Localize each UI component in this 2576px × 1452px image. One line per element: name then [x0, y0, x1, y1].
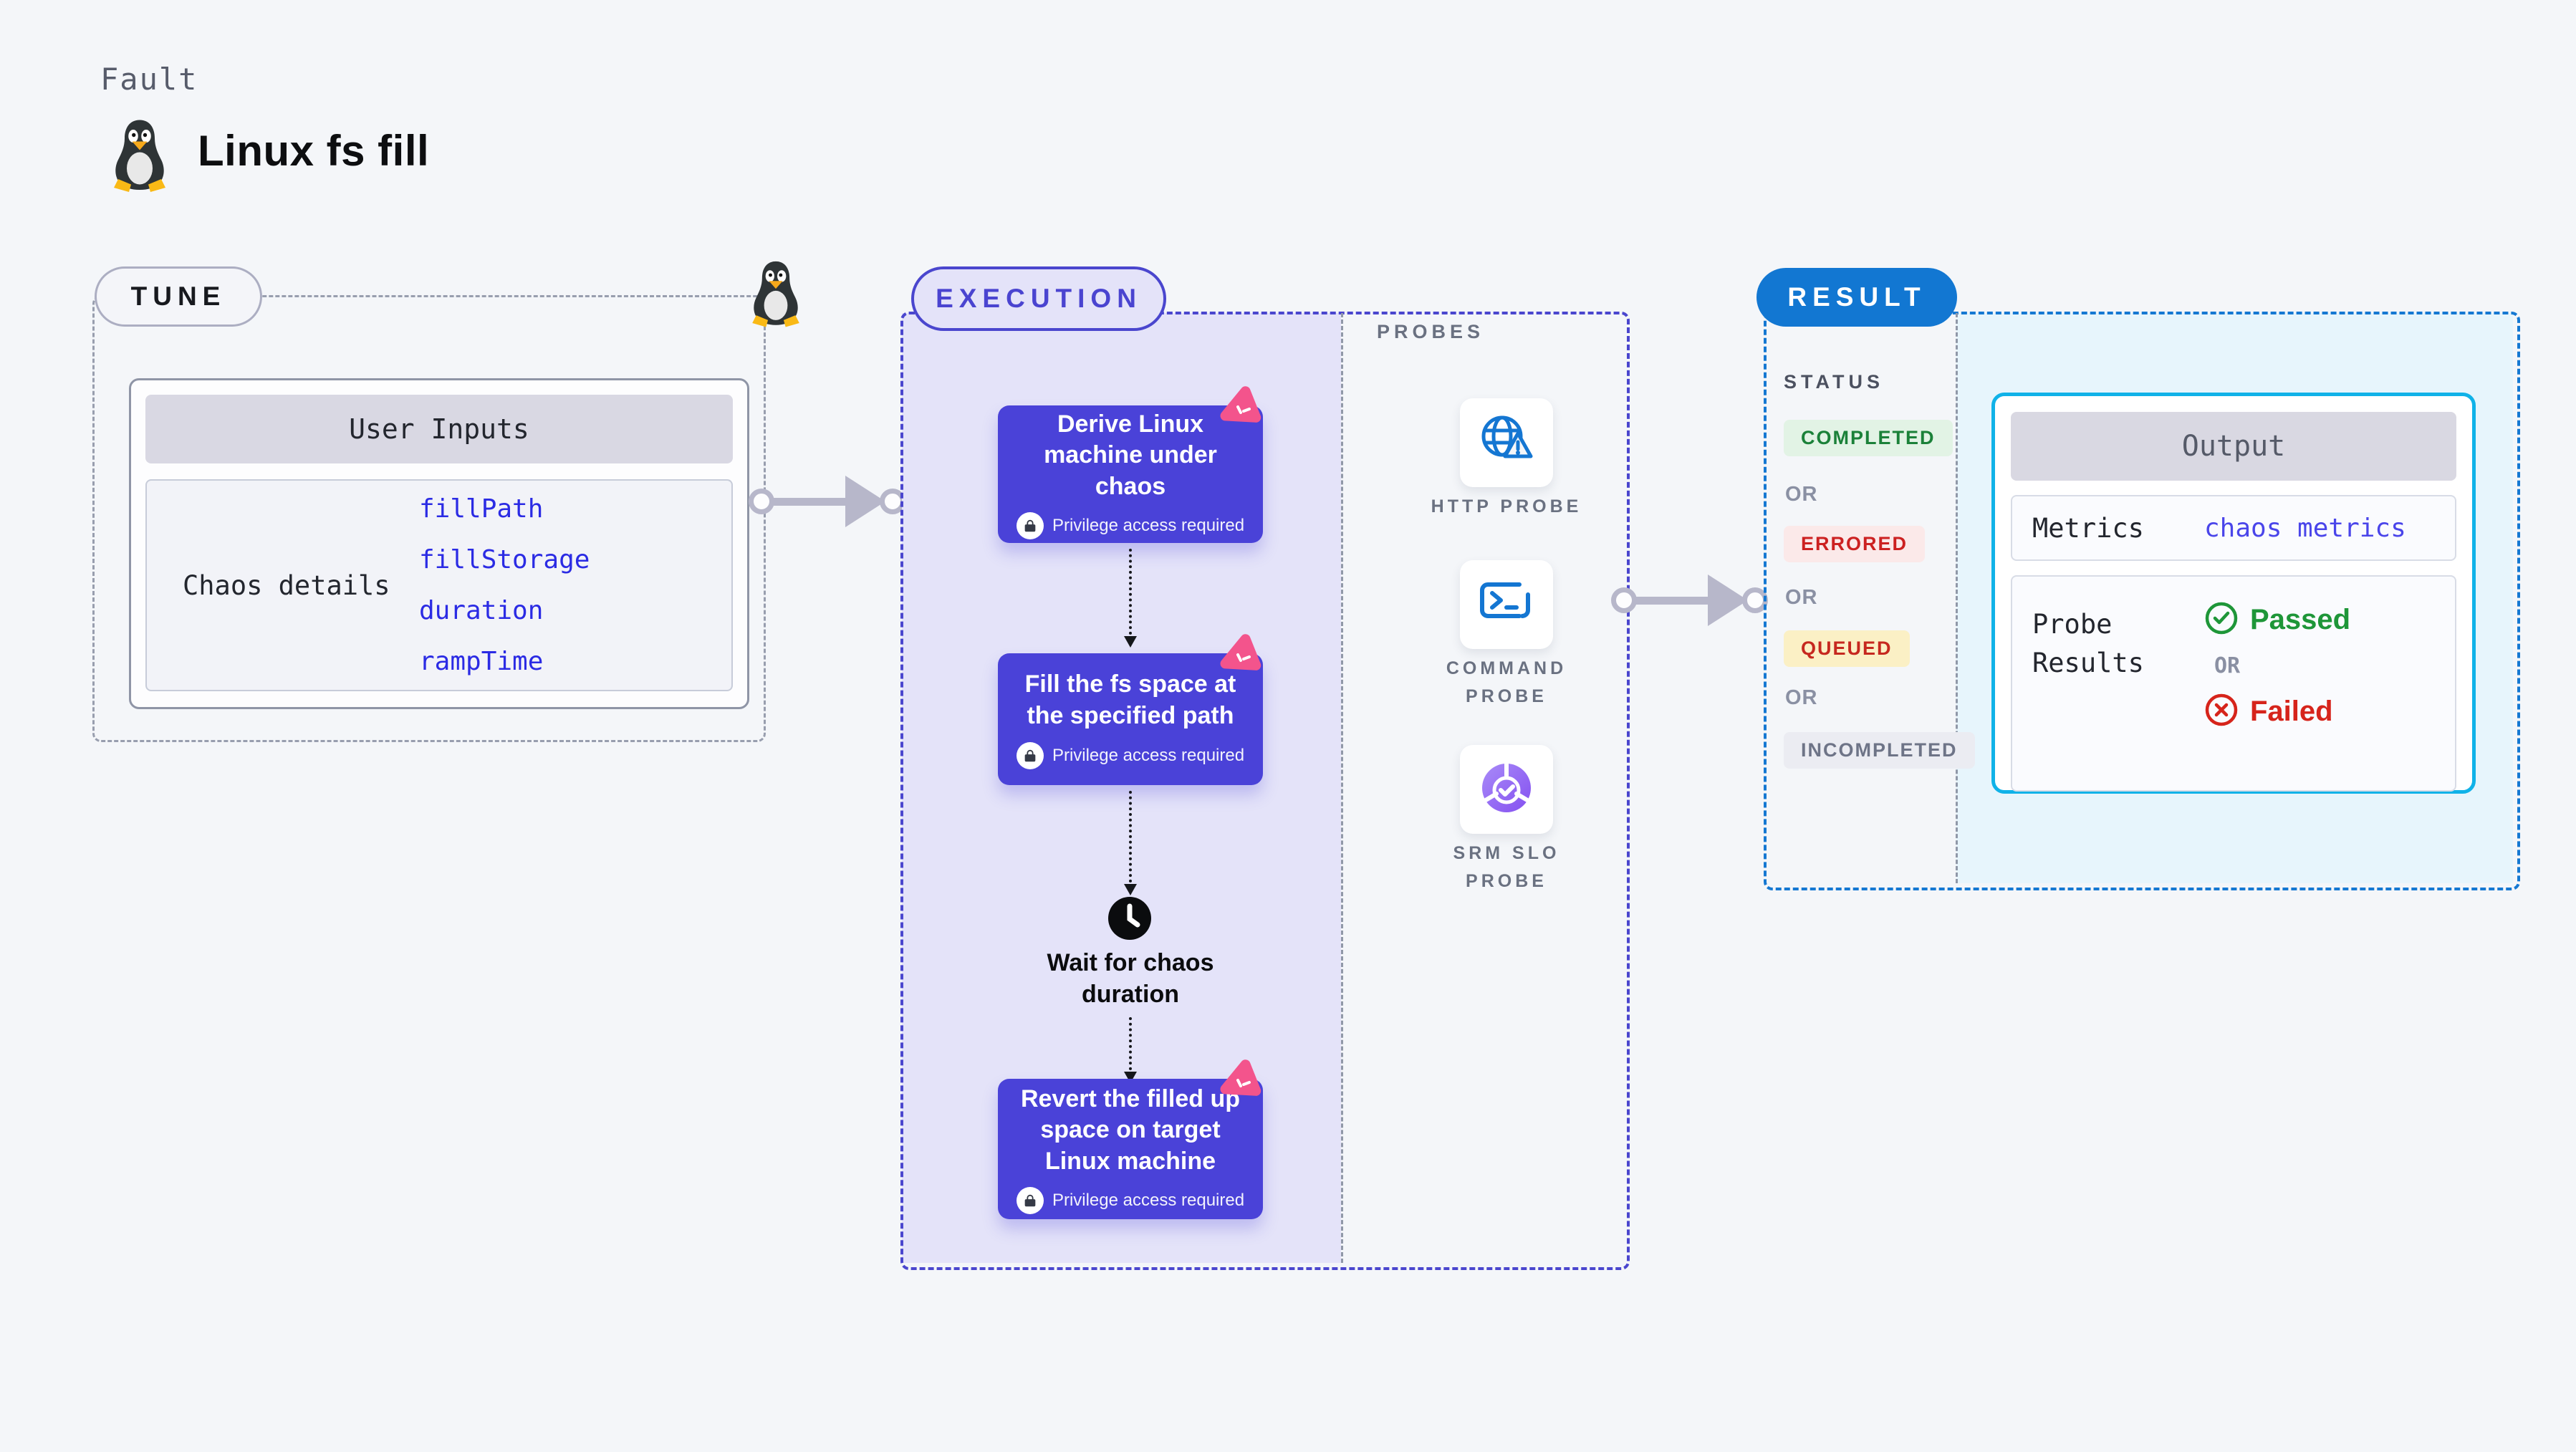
field-ramptime[interactable]: rampTime	[419, 647, 544, 676]
execution-section-box	[900, 312, 1630, 1270]
status-heading: STATUS	[1784, 371, 1884, 393]
lock-icon	[1016, 1187, 1044, 1215]
x-circle-icon	[2204, 693, 2239, 731]
execution-probes-divider	[1341, 313, 1343, 1263]
result-section-box	[1764, 312, 2520, 890]
fault-eyebrow: Fault	[100, 62, 198, 97]
slo-donut-icon	[1477, 759, 1536, 821]
check-circle-icon	[2204, 601, 2239, 639]
or-separator: OR	[1785, 483, 1818, 506]
flow-connector-arrowhead	[1124, 884, 1137, 895]
flow-connector	[1129, 791, 1132, 883]
or-separator: OR	[1785, 686, 1818, 709]
tux-penguin-icon-small	[746, 259, 805, 328]
flow-connector-arrowhead	[1124, 636, 1137, 648]
or-separator: OR	[2214, 653, 2241, 678]
step-text: Derive Linux machine under chaos	[1044, 410, 1217, 500]
output-title: Output	[2011, 412, 2456, 481]
clock-icon	[1107, 895, 1153, 945]
command-probe-card[interactable]	[1460, 560, 1553, 649]
status-badge-queued: QUEUED	[1784, 630, 1910, 667]
chaos-details-label: Chaos details	[183, 569, 390, 601]
or-separator: OR	[1785, 586, 1818, 609]
execution-section-label: EXECUTION	[911, 266, 1166, 331]
http-probe-label: HTTP PROBE	[1431, 496, 1582, 516]
privilege-note: Privilege access required	[1052, 745, 1245, 765]
probe-results-row: Probe Results Passed OR	[2011, 575, 2456, 792]
result-status-divider	[1956, 313, 1958, 883]
chaos-details-row: Chaos details fillPath fillStorage durat…	[145, 479, 733, 691]
chaos-icon	[1218, 1056, 1268, 1106]
step-fill-fs-space[interactable]: Fill the fs space at the specified path …	[998, 653, 1263, 785]
page-title: Linux fs fill	[198, 127, 430, 175]
flow-connector	[1129, 549, 1132, 635]
passed-label: Passed	[2250, 604, 2351, 635]
lock-icon	[1016, 512, 1044, 540]
status-badge-incompleted: INCOMPLETED	[1784, 732, 1975, 769]
status-badge-completed: COMPLETED	[1784, 420, 1953, 456]
privilege-note: Privilege access required	[1052, 1191, 1245, 1211]
privilege-note: Privilege access required	[1052, 516, 1245, 536]
passed-verdict: Passed	[2204, 601, 2350, 639]
step-text: Revert the filled up space on target Lin…	[1020, 1085, 1241, 1175]
srm-slo-probe-label: SRM SLO PROBE	[1453, 843, 1560, 891]
step-derive-machine[interactable]: Derive Linux machine under chaos Privile…	[998, 405, 1263, 543]
probes-section-label: PROBES	[1377, 321, 1485, 342]
output-card: Output Metrics chaos metrics Probe Resul…	[1991, 393, 2476, 794]
chaos-metrics-link[interactable]: chaos metrics	[2204, 513, 2406, 543]
tune-section-label: TUNE	[95, 266, 262, 327]
step-revert-space[interactable]: Revert the filled up space on target Lin…	[998, 1079, 1263, 1219]
status-badge-errored: ERRORED	[1784, 526, 1926, 562]
step-text: Fill the fs space at the specified path	[1024, 670, 1236, 729]
http-probe-card[interactable]	[1460, 398, 1553, 487]
command-probe-label: COMMAND PROBE	[1446, 658, 1567, 706]
flow-connector	[1129, 1017, 1132, 1070]
user-inputs-title: User Inputs	[145, 395, 733, 463]
result-section-label: RESULT	[1756, 268, 1957, 327]
field-fillstorage[interactable]: fillStorage	[419, 545, 590, 574]
user-input-fields: fillPath fillStorage duration rampTime	[419, 481, 590, 690]
terminal-icon	[1478, 579, 1535, 631]
tux-penguin-icon	[107, 119, 172, 192]
chaos-icon	[1218, 630, 1268, 681]
metrics-label: Metrics	[2032, 512, 2144, 544]
lock-icon	[1016, 741, 1044, 769]
field-duration[interactable]: duration	[419, 596, 544, 625]
failed-label: Failed	[2250, 696, 2333, 727]
tune-section-box	[92, 295, 766, 742]
wait-step-label: Wait for chaos duration	[1047, 949, 1214, 1009]
chaos-icon	[1218, 383, 1268, 433]
globe-warning-icon	[1476, 413, 1537, 473]
metrics-row: Metrics chaos metrics	[2011, 495, 2456, 561]
field-fillpath[interactable]: fillPath	[419, 494, 544, 524]
failed-verdict: Failed	[2204, 693, 2350, 731]
user-inputs-card: User Inputs Chaos details fillPath fillS…	[129, 378, 749, 709]
srm-slo-probe-card[interactable]	[1460, 745, 1553, 834]
probe-results-label: Probe Results	[2032, 609, 2144, 678]
